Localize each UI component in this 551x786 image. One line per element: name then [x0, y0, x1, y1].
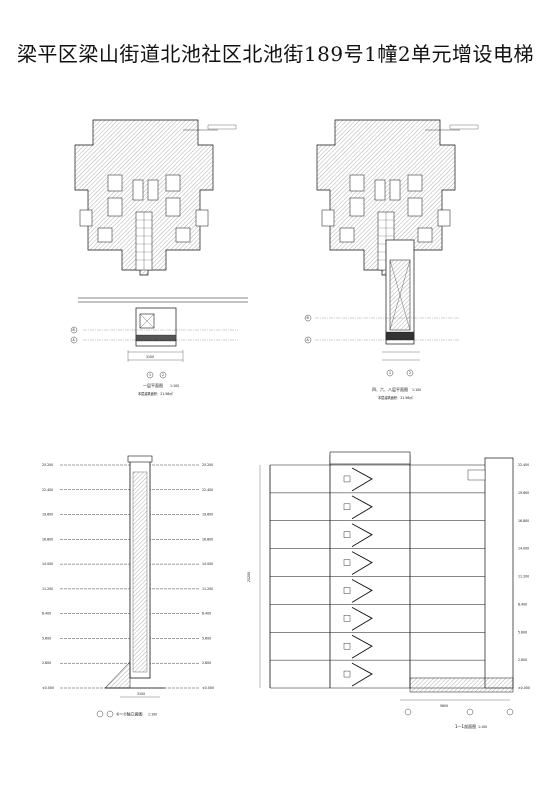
elevation-level-label-left: 5.600	[42, 636, 51, 640]
elevation-level-label-left: 8.400	[42, 612, 51, 616]
section-level-label: 22.400	[518, 463, 529, 467]
section-stair-flight	[351, 551, 373, 575]
section-window	[343, 559, 351, 566]
section-level-label: 19.600	[518, 491, 529, 495]
axis-marker-1	[146, 371, 154, 379]
elevation-level-label-left: 16.800	[42, 537, 53, 541]
section-level-label: 2.800	[518, 658, 527, 662]
section-window	[343, 615, 351, 622]
section-level-label: 16.800	[518, 519, 529, 523]
section-caption: 1—1剖面图	[455, 723, 476, 729]
section-stair-flight	[351, 606, 373, 631]
upper-plan-scale: 1:100	[412, 388, 421, 392]
ground-plan-scale: 1:100	[170, 384, 179, 388]
axis-marker-2	[159, 371, 167, 379]
section-stair-flight	[351, 523, 373, 548]
section-window	[343, 475, 351, 483]
section-bottom-span: 5600	[440, 704, 448, 708]
axis-marker-a	[70, 336, 78, 344]
elevation-width: 3100	[137, 692, 145, 696]
elevation-level-label-right: 19.600	[202, 513, 213, 517]
elevation-level-label-right: 25.200	[202, 463, 213, 467]
elevation-level-label-left: ±0.000	[42, 686, 54, 690]
section-window	[343, 587, 351, 594]
elevation-level-label-right: ±0.000	[202, 686, 214, 690]
section-scale: 1:100	[478, 725, 487, 729]
elevation-scale: 1:100	[148, 713, 157, 717]
axis-label-a-upper: A	[307, 338, 310, 342]
elevation-view: 25.200 25.200 22.400 22.400 19.600 19.600 16.8…	[42, 455, 214, 718]
elevation-level-label-left: 22.400	[42, 488, 53, 492]
axis-marker-b	[70, 326, 78, 334]
elevation-level-label-right: 14.000	[202, 562, 213, 566]
axis-label-2-upper: 2	[409, 371, 411, 375]
ground-plan-caption: 一层平面图	[143, 382, 163, 388]
upper-floor-plan: B A 1 2 四、六、八层平面图 1:100 本层建筑面积：21.98㎡	[304, 119, 479, 400]
axis-label-b-upper: B	[307, 316, 309, 320]
section-stair-flight	[351, 495, 373, 520]
axis-marker-b-upper	[304, 314, 312, 322]
ground-plan-note: 本层建筑面积：21.98㎡	[138, 391, 173, 396]
section-level-label: ±0.000	[518, 686, 530, 690]
section-level-label: 11.200	[518, 575, 529, 579]
sheet-title: 梁平区梁山街道北池社区北池街189号1幢2单元增设电梯	[16, 42, 535, 66]
section-stair-flight	[351, 662, 373, 687]
axis-label-2: 2	[162, 373, 164, 377]
elevation-level-label-right: 8.400	[202, 612, 211, 616]
elevation-level-label-right: 11.200	[202, 587, 213, 591]
section-level-label: 5.600	[518, 630, 527, 634]
section-window	[343, 670, 351, 678]
elevation-level-label-left: 2.800	[42, 661, 51, 665]
elevation-caption: ④~⑦轴立面图	[116, 711, 143, 717]
elevation-level-label-right: 2.800	[202, 661, 211, 665]
elevation-level-label-right: 5.600	[202, 636, 211, 640]
elevation-level-label-right: 16.800	[202, 537, 213, 541]
elevation-level-label-left: 11.200	[42, 587, 53, 591]
section-window	[343, 642, 351, 650]
section-total-height: 25200	[247, 572, 251, 582]
section-stair-flight	[351, 579, 373, 603]
axis-marker-1-upper	[386, 369, 394, 377]
upper-plan-note: 本层建筑面积：21.98㎡	[378, 395, 413, 400]
elevation-level-label-left: 25.200	[42, 463, 53, 467]
ground-floor-plan: B A 1 2 一层平面图 1:100 本层建筑面积：21.98㎡ 3100	[70, 119, 248, 396]
axis-label-1: 1	[149, 373, 151, 377]
axis-label-a: A	[73, 338, 76, 342]
section-stair-flight	[351, 467, 373, 492]
elevation-level-label-left: 19.600	[42, 513, 53, 517]
section-level-label: 8.400	[518, 602, 527, 606]
section-stair-flight	[351, 634, 373, 659]
elevation-level-label-left: 14.000	[42, 562, 53, 566]
axis-marker-2-upper	[406, 369, 414, 377]
axis-label-b: B	[73, 328, 75, 332]
upper-plan-caption: 四、六、八层平面图	[372, 386, 408, 392]
section-window	[343, 531, 351, 538]
axis-label-1-upper: 1	[389, 371, 391, 375]
axis-marker-a-upper	[304, 336, 312, 344]
elevation-level-label-right: 22.400	[202, 488, 213, 492]
section-level-label: 14.000	[518, 547, 529, 551]
ground-plan-width: 3100	[146, 355, 154, 359]
section-window	[343, 503, 351, 511]
section-view: 22.400 19.600 16.800 14.000 11.200 8.400 5.600…	[247, 451, 530, 729]
